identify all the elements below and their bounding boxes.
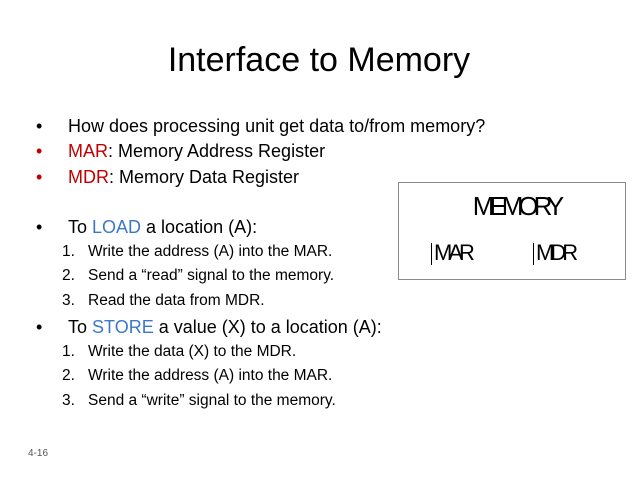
load-step: 1. Write the address (A) into the MAR. [62,241,332,263]
bullet-symbol: • [36,141,43,161]
load-step: 3. Read the data from MDR. [62,290,265,312]
bullet-question: • How does processing unit get data to/fr… [36,114,485,138]
bullet-load: • To LOAD a location (A): [36,215,257,239]
mar-register-label: MAR [434,240,475,265]
bullet-question-text: How does processing unit get data to/fro… [68,116,486,136]
mar-register: MAR [431,240,475,266]
load-step: 2. Send a “read” signal to the memory. [62,265,334,287]
mar-register-edge [431,243,432,266]
step-text: Send a “read” signal to the memory. [88,267,335,284]
mdr-term: MDR [68,167,109,187]
slide-number: 4-16 [28,448,49,459]
memory-diagram: MEMORY MAR MDR [398,182,626,280]
bullet-symbol: • [36,217,43,237]
mdr-register-label: MDR [536,240,578,265]
mdr-register-edge [533,243,534,266]
bullet-store: • To STORE a value (X) to a location (A): [36,315,382,339]
mar-term: MAR [68,141,108,161]
bullet-symbol: • [36,167,43,187]
step-text: Read the data from MDR. [88,292,265,309]
store-suffix: a value (X) to a location (A): [153,317,382,337]
store-step: 3. Send a “write” signal to the memory. [62,390,336,412]
store-prefix: To [68,317,93,337]
step-text: Send a “write” signal to the memory. [88,392,336,409]
mdr-definition: : Memory Data Register [109,167,300,187]
step-number: 3. [62,392,75,409]
store-keyword: STORE [92,317,154,337]
slide-title: Interface to Memory [167,41,471,79]
mdr-register: MDR [533,240,578,266]
store-step: 1. Write the data (X) to the MDR. [62,341,296,363]
bullet-mar: • MAR: Memory Address Register [36,139,325,163]
step-text: Write the address (A) into the MAR. [88,367,333,384]
load-suffix: a location (A): [141,217,258,237]
step-text: Write the data (X) to the MDR. [88,343,297,360]
step-text: Write the address (A) into the MAR. [88,243,333,260]
step-number: 2. [62,367,75,384]
bullet-symbol: • [36,116,43,136]
load-keyword: LOAD [92,217,142,237]
load-prefix: To [68,217,93,237]
step-number: 1. [62,343,75,360]
bullet-symbol: • [36,317,43,337]
step-number: 2. [62,267,75,284]
memory-label: MEMORY [472,191,565,221]
step-number: 3. [62,292,75,309]
store-step: 2. Write the address (A) into the MAR. [62,365,332,387]
step-number: 1. [62,243,75,260]
bullet-mdr: • MDR: Memory Data Register [36,165,299,189]
mar-definition: : Memory Address Register [108,141,326,161]
